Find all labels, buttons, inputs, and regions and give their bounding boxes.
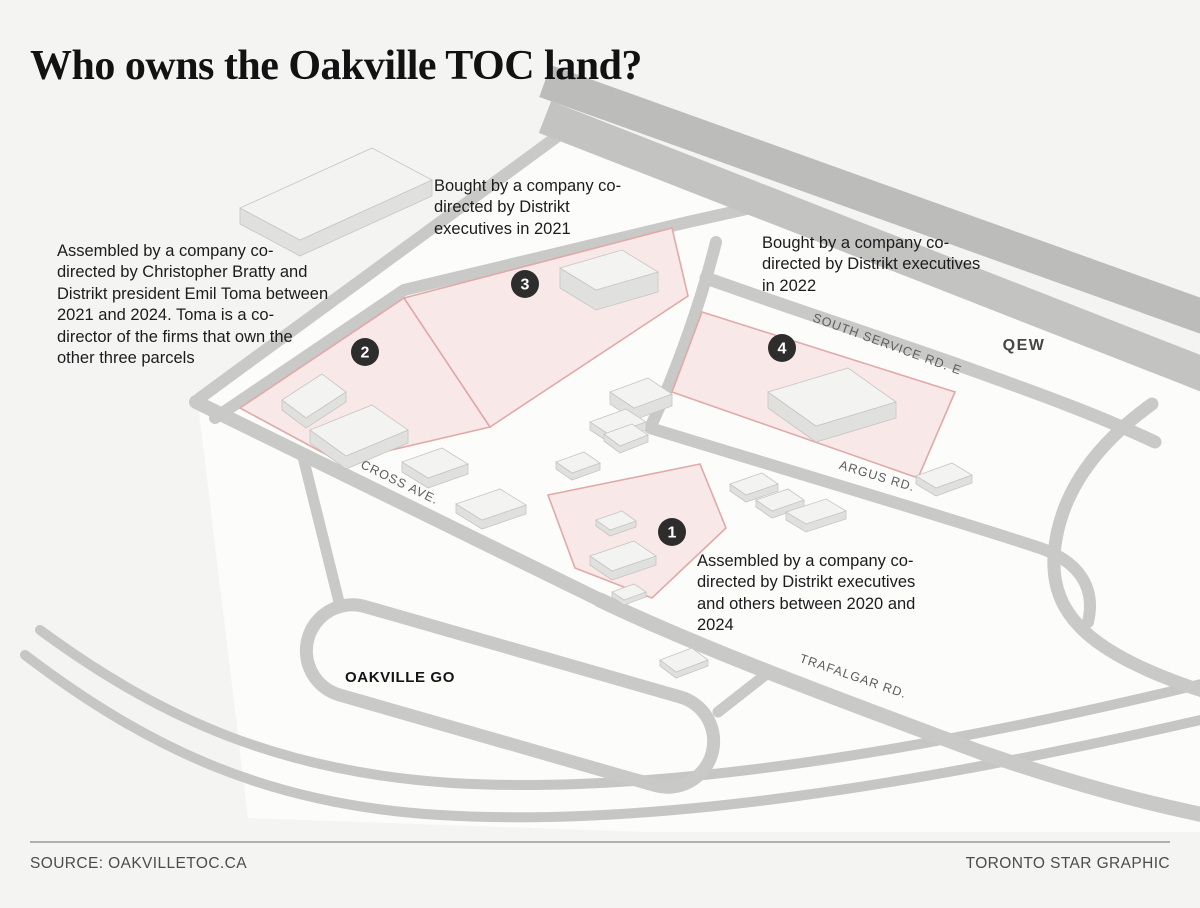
road-qew-ramp — [1047, 397, 1200, 697]
parcel-marker-1: 1 — [658, 518, 686, 546]
building — [729, 472, 779, 496]
annotation-parcel-3: Bought by a company co-directed by Distr… — [434, 177, 622, 238]
rail-line — [20, 650, 1200, 823]
svg-text:4: 4 — [778, 341, 787, 358]
footer: SOURCE: OAKVILLETOC.CA TORONTO STAR GRAP… — [30, 855, 1170, 873]
building — [915, 462, 973, 489]
building — [767, 367, 897, 427]
svg-text:3: 3 — [521, 277, 530, 294]
annotation-parcel-4: Bought by a company co-directed by Distr… — [762, 234, 981, 295]
building — [659, 647, 709, 673]
road-trafalgar — [592, 592, 1200, 822]
annotation-parcel-1: Assembled by a company co-directed by Di… — [697, 552, 916, 635]
building — [239, 147, 433, 241]
buildings — [239, 147, 973, 679]
building — [595, 510, 637, 531]
building — [611, 583, 647, 601]
building — [559, 249, 659, 291]
road-go-connector — [712, 670, 770, 718]
road-go-loop — [299, 598, 721, 794]
building — [309, 404, 409, 457]
footer-divider — [30, 841, 1170, 843]
road-cross-ave — [189, 395, 607, 607]
road-south-service — [699, 271, 1162, 449]
building — [785, 498, 847, 525]
road-argus — [644, 236, 1096, 628]
parcel-marker-2: 2 — [351, 338, 379, 366]
parcel-marker-3: 3 — [511, 270, 539, 298]
building — [589, 408, 647, 436]
building — [609, 377, 673, 409]
building — [401, 447, 469, 479]
road-qew-westbound — [539, 64, 1200, 334]
svg-text:1: 1 — [668, 525, 677, 542]
svg-text:2: 2 — [361, 345, 370, 362]
parcel-marker-4: 4 — [768, 334, 796, 362]
road-service-west — [209, 200, 766, 424]
building — [555, 451, 601, 474]
rail-line — [35, 625, 1200, 790]
road-label-qew: QEW — [1003, 337, 1046, 354]
road-boundary-west — [194, 116, 583, 404]
building — [755, 488, 805, 512]
go-station-label: OAKVILLE GO — [345, 669, 455, 686]
building — [603, 423, 649, 447]
building — [455, 488, 527, 521]
road-go-access — [296, 447, 346, 612]
graphic-credit: TORONTO STAR GRAPHIC — [965, 855, 1170, 872]
building — [589, 540, 657, 572]
annotation-parcel-2: Assembled by a company co-directed by Ch… — [57, 242, 329, 368]
source-credit: SOURCE: OAKVILLETOC.CA — [30, 855, 247, 872]
building — [281, 373, 347, 419]
page-title: Who owns the Oakville TOC land? — [30, 43, 642, 89]
road-qew-eastbound — [538, 101, 1200, 392]
